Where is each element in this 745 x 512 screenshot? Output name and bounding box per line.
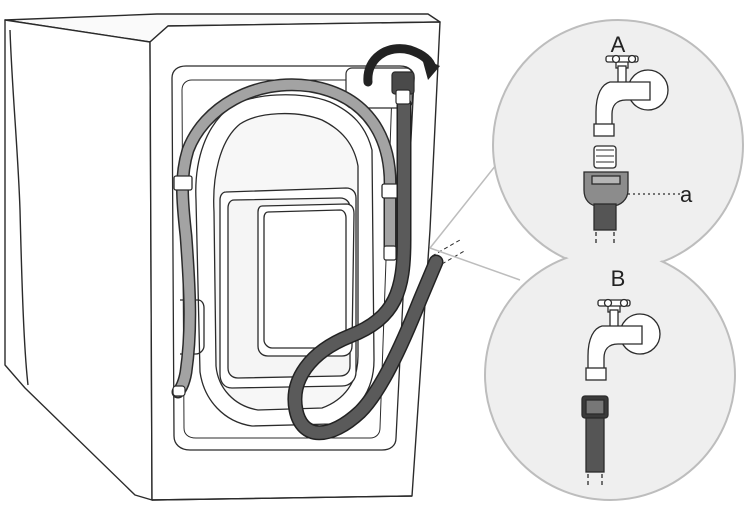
hose-b-continuation: [587, 474, 603, 486]
tap-adapter-icon: [583, 145, 629, 231]
detail-bubble-connector: [429, 159, 521, 281]
detail-b-illustration: [581, 298, 661, 486]
rear-cover: [180, 94, 375, 427]
detail-bubbles: [484, 19, 744, 501]
gray-hose-end: [172, 245, 397, 397]
hose-continuation-lines: [431, 239, 467, 265]
detail-label-a: A: [611, 32, 626, 57]
water-tap-icon-b: [585, 298, 643, 381]
hose-nut-icon: [581, 395, 609, 473]
detail-label-b: B: [611, 266, 626, 291]
inlet-coupling: [391, 71, 415, 105]
detail-a-illustration: [583, 54, 680, 246]
machine-bottom: [151, 495, 413, 501]
gray-hose: [171, 78, 397, 399]
adapter-callout-label: a: [680, 182, 693, 207]
back-panel-inner: [181, 79, 393, 439]
adapter-hose-continuation: [595, 232, 615, 246]
water-tap-icon: [593, 54, 651, 137]
machine-side: [4, 19, 153, 501]
machine-side-edge: [9, 29, 29, 386]
inlet-hose: [287, 96, 444, 441]
curved-arrow-clockwise-icon: [363, 44, 440, 87]
